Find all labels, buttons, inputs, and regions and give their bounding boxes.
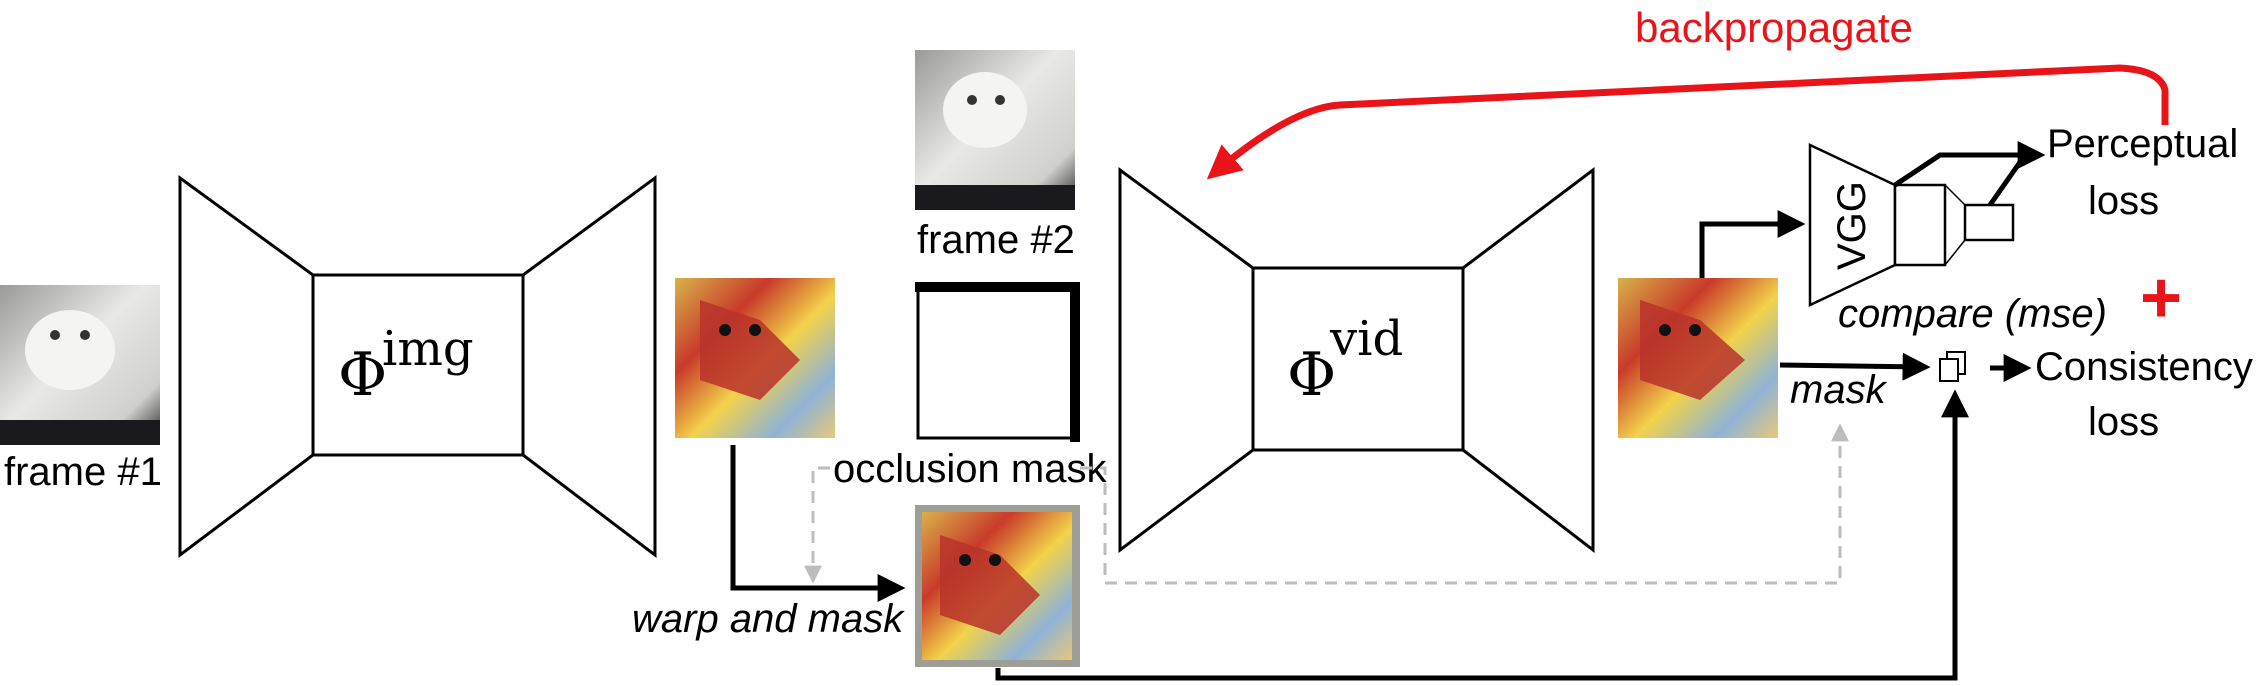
warp-and-mask-label: warp and mask (632, 597, 905, 641)
occlusion-mask-label: occlusion mask (833, 447, 1107, 491)
compare-label: compare (mse) (1838, 292, 2107, 336)
consistency-loss-label-1: Consistency (2035, 345, 2253, 389)
perceptual-loss-label-2: loss (2088, 179, 2159, 223)
occlusion-to-mask-dashed (1080, 423, 1849, 585)
vgg-feature-arrow-1 (1893, 152, 2025, 188)
phi-vid-superscript: vid (1329, 311, 1403, 367)
copy-icon (1939, 351, 1966, 382)
occlusion-mask-image (915, 282, 1080, 442)
warp-arrow (730, 445, 906, 602)
mask-label: mask (1790, 368, 1888, 412)
phi-img-network (178, 175, 657, 559)
phi-vid-network (1118, 166, 1595, 554)
occlusion-to-warp-dashed (804, 466, 830, 584)
frame2-image (915, 50, 1075, 210)
vgg-feature-arrow-2 (1987, 141, 2046, 207)
output-to-compare-arrow (1779, 352, 1931, 381)
consistency-loss-label-2: loss (2088, 400, 2159, 444)
frame1-image (0, 285, 160, 445)
phi-img-superscript: img (382, 321, 474, 377)
perceptual-loss-label-1: Perceptual (2047, 122, 2238, 166)
vgg-label: VGG (1830, 181, 1874, 270)
backpropagate-label: backpropagate (1635, 4, 1913, 51)
backpropagate-arrow (1206, 64, 2169, 180)
warped-to-compare-arrow (995, 389, 1969, 681)
plus-sign: + (2140, 258, 2182, 338)
frame1-label: frame #1 (4, 450, 162, 494)
phi-img-symbol: Φ (338, 340, 387, 410)
frame2-label: frame #2 (917, 218, 1075, 262)
phi-vid-symbol: Φ (1287, 340, 1336, 410)
warped-masked-image (915, 505, 1080, 667)
stylized-frame1-image (675, 278, 835, 438)
stylized-frame2-image (1618, 278, 1778, 438)
output-to-vgg-arrow (1699, 210, 1806, 278)
vgg-network (1808, 143, 2015, 307)
